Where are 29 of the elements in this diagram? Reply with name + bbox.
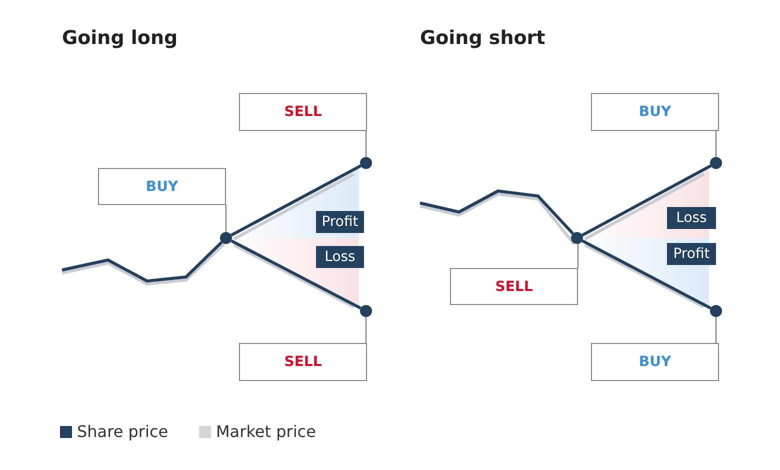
endpoint-dot — [220, 232, 232, 244]
result-tag: Profit — [667, 243, 716, 265]
result-tag: Profit — [316, 211, 364, 233]
leader-line — [715, 131, 717, 157]
endpoint-dot — [710, 305, 722, 317]
leader-line — [715, 317, 717, 343]
trade-box: BUY — [591, 343, 719, 381]
leader-line — [577, 244, 579, 268]
leader-line — [225, 205, 227, 232]
price-line — [582, 164, 712, 236]
endpoint-dot — [710, 157, 722, 169]
endpoint-dot — [360, 305, 372, 317]
price-line — [420, 190, 574, 235]
panel-title: Going short — [420, 27, 546, 49]
trade-box: SELL — [450, 268, 578, 305]
leader-line — [365, 317, 367, 343]
result-tag: Loss — [316, 246, 364, 268]
endpoint-dot — [571, 232, 583, 244]
price-line — [230, 164, 362, 236]
leader-line — [365, 131, 367, 157]
legend-label: Market price — [216, 422, 316, 441]
trade-box: BUY — [591, 93, 719, 131]
trade-box: BUY — [98, 168, 226, 205]
trade-box: SELL — [239, 93, 367, 131]
endpoint-dot — [360, 157, 372, 169]
panel-title: Going long — [62, 27, 178, 49]
result-tag: Loss — [667, 207, 716, 229]
legend-label: Share price — [77, 422, 168, 441]
trade-box: SELL — [239, 343, 367, 381]
